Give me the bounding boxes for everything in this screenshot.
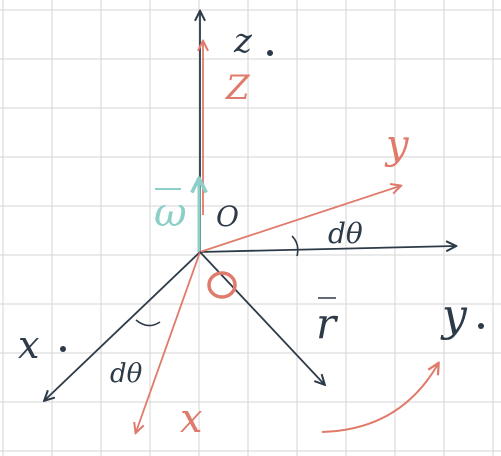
y-label: y	[384, 122, 410, 168]
x-axis	[136, 251, 201, 432]
y0-axis	[199, 246, 455, 253]
rotation-direction-arrow	[321, 364, 438, 433]
r-label: r	[316, 299, 339, 348]
y-axis	[199, 186, 400, 253]
dtheta-arc-right	[291, 235, 299, 257]
y0-subscript-dot	[478, 323, 484, 329]
x0-subscript-dot	[60, 346, 66, 352]
z0-label: z	[233, 21, 253, 61]
dtheta-arc-left	[135, 319, 161, 327]
origin-label: O	[216, 200, 239, 233]
dtheta-label-left: dθ	[110, 359, 143, 389]
x-label: x	[180, 396, 203, 442]
x0-axis	[45, 251, 201, 400]
omega-label: ω	[154, 190, 187, 236]
origin-circle	[207, 271, 237, 299]
dtheta-label-right: dθ	[328, 217, 363, 250]
x0-label: x	[18, 323, 39, 367]
z-label: Z	[225, 68, 251, 108]
y0-label: y	[440, 290, 468, 341]
z0-subscript-dot	[267, 50, 273, 56]
